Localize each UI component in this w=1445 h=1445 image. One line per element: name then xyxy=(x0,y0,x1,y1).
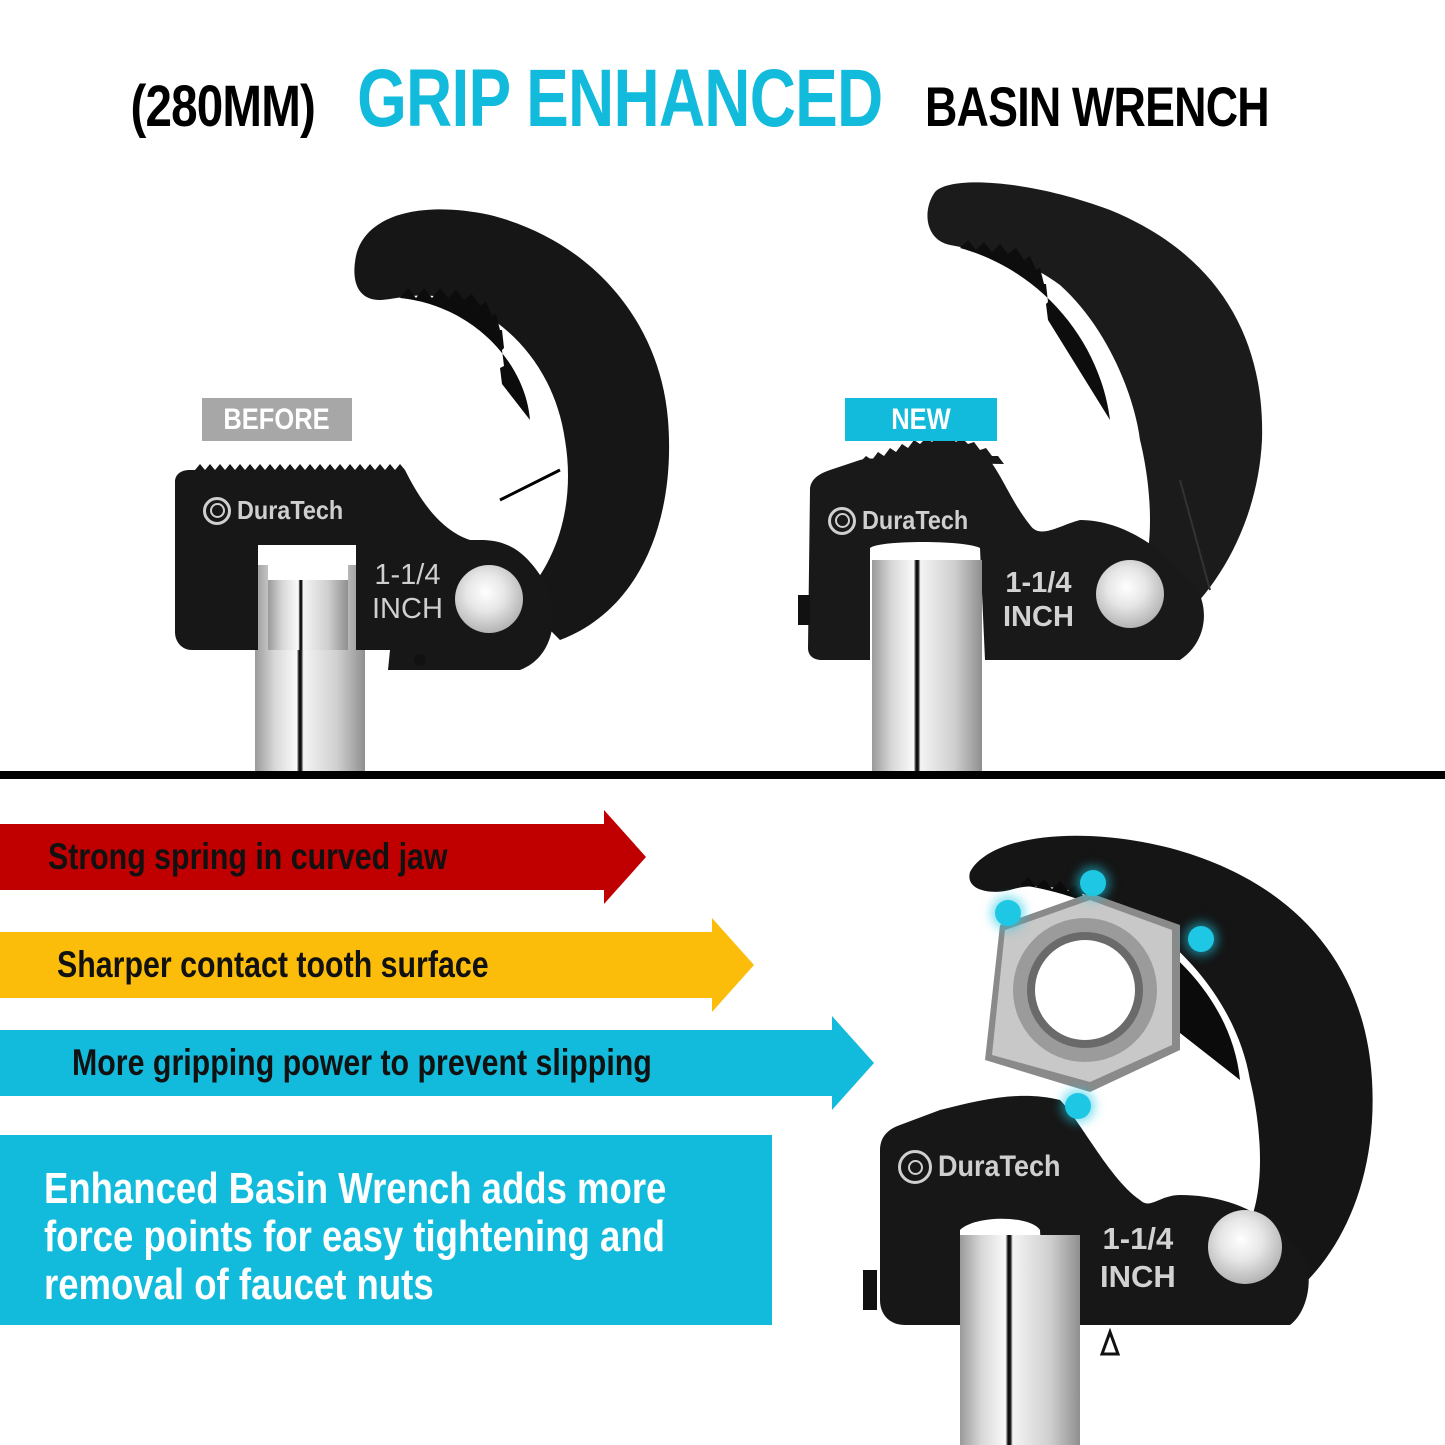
new-tag: NEW xyxy=(845,398,997,441)
new-wrench-rod xyxy=(872,560,982,771)
feature-arrow-tooth: Sharper contact tooth surface xyxy=(0,918,754,1012)
description-box: Enhanced Basin Wrench adds more force po… xyxy=(0,1135,772,1325)
contact-point-dot xyxy=(1065,1093,1091,1119)
before-wrench-icon xyxy=(175,209,670,670)
page-title: (280MM) GRIP ENHANCED BASIN WRENCH xyxy=(0,52,1445,152)
contact-point-dot xyxy=(1080,870,1106,896)
new-size-label: 1-1/4 INCH xyxy=(1003,567,1074,633)
demo-wrench-panel xyxy=(860,820,1445,1445)
before-wrench-panel xyxy=(0,0,720,771)
duratech-logo-icon xyxy=(898,1150,932,1184)
before-brand: DuraTech xyxy=(203,495,355,526)
new-wrench-icon xyxy=(798,182,1263,660)
demo-brand: DuraTech xyxy=(898,1150,1074,1184)
section-divider xyxy=(0,771,1445,779)
description-line-2: force points for easy tightening and xyxy=(44,1212,665,1261)
arrow-head-icon xyxy=(604,810,646,904)
description-line-1: Enhanced Basin Wrench adds more xyxy=(44,1164,667,1213)
title-size: (280MM) xyxy=(130,74,316,139)
before-tag: BEFORE xyxy=(202,398,352,441)
contact-point-dot xyxy=(995,900,1021,926)
demo-wrench-icon xyxy=(863,835,1373,1356)
arrow-head-icon xyxy=(712,918,754,1012)
demo-size-label: 1-1/4 INCH xyxy=(1100,1221,1176,1294)
title-accent: GRIP ENHANCED xyxy=(357,53,883,144)
new-brand: DuraTech xyxy=(828,505,980,536)
feature-arrow-spring: Strong spring in curved jaw xyxy=(0,810,646,904)
new-rivet xyxy=(1096,560,1164,628)
demo-wrench-rod xyxy=(960,1235,1080,1445)
before-size-label: 1-1/4 INCH xyxy=(372,559,443,625)
before-wrench-rod-upper xyxy=(268,580,348,650)
duratech-logo-icon xyxy=(828,506,856,535)
arrow-head-icon xyxy=(832,1016,874,1110)
new-wrench-panel xyxy=(720,0,1445,771)
demo-rivet xyxy=(1208,1210,1282,1284)
contact-point-dot xyxy=(1188,926,1214,952)
feature-arrow-grip: More gripping power to prevent slipping xyxy=(0,1016,874,1110)
before-rivet xyxy=(455,565,523,633)
description-line-3: removal of faucet nuts xyxy=(44,1260,434,1309)
title-product: BASIN WRENCH xyxy=(924,75,1270,138)
duratech-logo-icon xyxy=(203,496,231,525)
